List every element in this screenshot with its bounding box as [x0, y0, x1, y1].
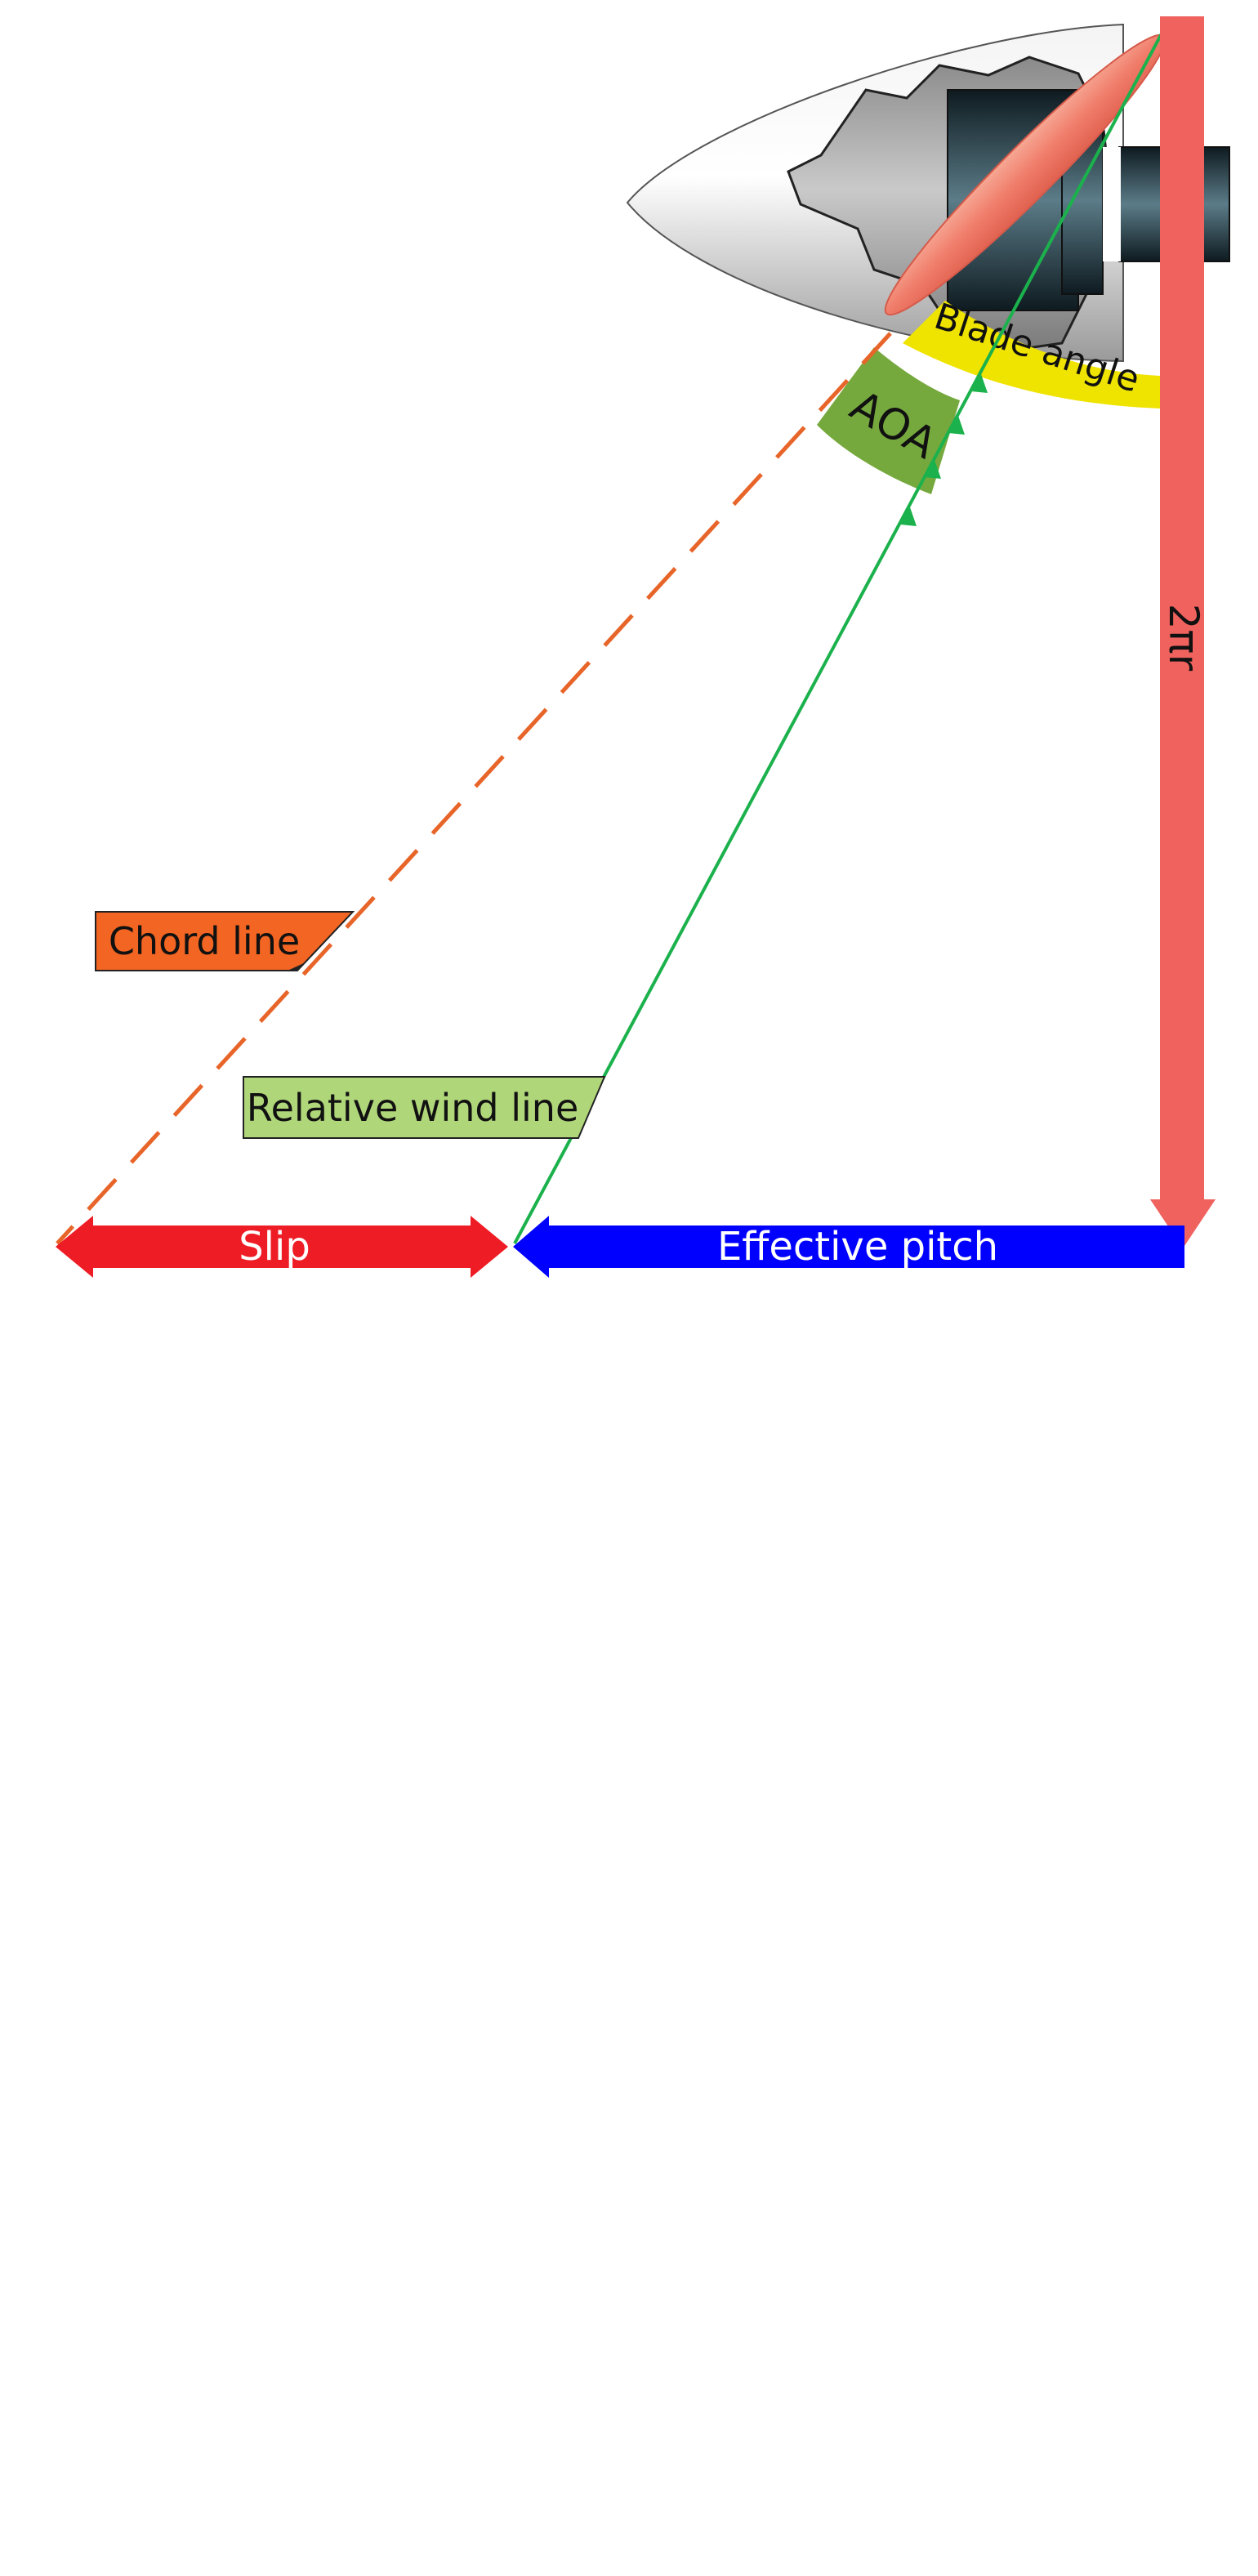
shaft-highlight — [1103, 147, 1121, 261]
relative-wind-arrowhead — [925, 458, 941, 479]
slip-label: Slip — [239, 1224, 310, 1270]
chord-line-callout — [95, 911, 355, 971]
relative-wind-label: Relative wind line — [247, 1086, 579, 1130]
relative-wind-line — [513, 24, 1168, 1244]
slip-arrow — [56, 1216, 508, 1278]
aoa-band — [817, 347, 960, 494]
relative-wind-arrowhead — [971, 372, 988, 393]
blade-angle-band — [903, 301, 1160, 408]
relative-wind-arrowhead — [900, 505, 917, 526]
two-pi-r-arrow — [1150, 16, 1216, 1248]
chord-line-label: Chord line — [109, 919, 300, 963]
two-pi-r-label: 2πr — [1160, 604, 1207, 672]
relative-wind-arrowhead — [948, 413, 965, 435]
chord-line — [56, 332, 892, 1245]
effective-pitch-label: Effective pitch — [717, 1224, 998, 1270]
effective-pitch-arrow — [513, 1216, 1184, 1278]
relative-wind-callout — [243, 1076, 606, 1139]
